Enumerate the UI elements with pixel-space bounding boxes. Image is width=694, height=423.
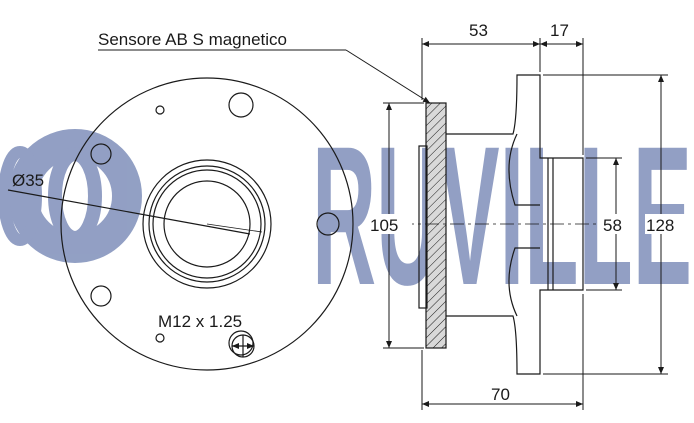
dimension-lines <box>383 38 668 410</box>
dim-70: 70 <box>491 385 510 404</box>
dimension-values: 53 17 70 105 58 128 <box>368 21 685 404</box>
bearing-ring-mid <box>148 165 266 283</box>
bearing-ring-inner <box>152 169 262 279</box>
dim-53: 53 <box>469 21 488 40</box>
dim-128: 128 <box>646 216 674 235</box>
flange-section <box>425 102 447 349</box>
brand-emblem-icon <box>0 129 142 263</box>
bolt-hole-3 <box>316 212 340 236</box>
diameter-leader <box>7 189 251 235</box>
thread-label: M12 x 1.25 <box>158 312 242 331</box>
thread-symbol-icon <box>231 334 255 358</box>
dim-58: 58 <box>603 216 622 235</box>
hub-contour-mid <box>508 133 540 317</box>
dim-17: 17 <box>550 21 569 40</box>
small-hole-1 <box>155 105 165 115</box>
bearing-ring-outer <box>142 159 272 289</box>
abs-ring <box>418 145 428 309</box>
small-hole-2 <box>155 333 165 343</box>
bolt-hole-1 <box>228 92 254 118</box>
dim-105: 105 <box>370 216 398 235</box>
front-view <box>7 77 354 371</box>
side-view <box>400 74 600 375</box>
brand-logo: RUVILLE <box>0 105 692 326</box>
abs-sensor-label: Sensore AB S magnetico <box>98 30 287 49</box>
flange-outline <box>60 77 354 371</box>
bore-diameter-label: Ø35 <box>12 171 44 190</box>
bolt-hole-4 <box>90 285 112 307</box>
bolt-hole-2 <box>90 143 112 165</box>
bore-circle <box>163 180 251 268</box>
abs-sensor-leader <box>345 49 431 104</box>
